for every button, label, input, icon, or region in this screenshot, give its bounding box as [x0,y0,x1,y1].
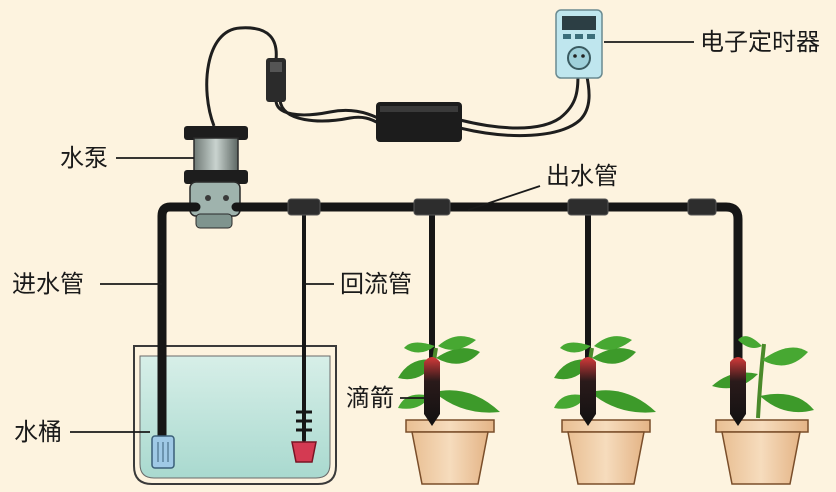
label-water-bucket: 水桶 [14,420,62,444]
drip-stake-3 [730,357,746,426]
label-outlet-pipe: 出水管 [546,164,618,188]
plant-pot-1 [398,336,500,484]
label-electronic-timer: 电子定时器 [700,30,820,54]
inlet-filter [152,436,174,468]
label-return-pipe: 回流管 [340,272,412,296]
power-plug [266,58,286,102]
label-inlet-pipe: 进水管 [12,272,84,296]
plant-pot-3 [712,336,814,484]
label-water-pump: 水泵 [60,146,108,170]
water-pump [184,126,248,228]
plant-pot-2 [554,336,656,484]
drip-stake-2 [580,357,596,426]
drip-stake-1 [424,357,440,426]
label-dripper: 滴箭 [346,386,394,410]
electronic-timer [556,10,602,78]
power-adapter [376,102,462,142]
